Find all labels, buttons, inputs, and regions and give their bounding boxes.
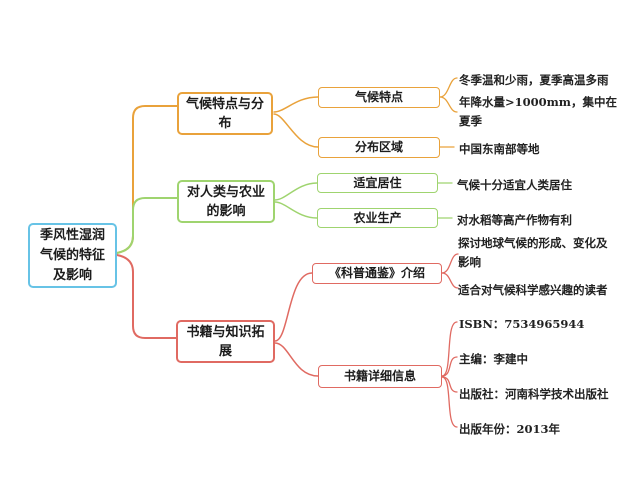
- subnode-agriculture-production[interactable]: 农业生产: [317, 208, 438, 228]
- branch-node-books-knowledge[interactable]: 书籍与知识拓展: [176, 320, 275, 363]
- subnode-livability[interactable]: 适宜居住: [317, 173, 438, 193]
- root-node[interactable]: 季风性湿润气候的特征及影响: [28, 223, 117, 288]
- branch-node-impact-humans-agriculture[interactable]: 对人类与农业的影响: [177, 180, 275, 223]
- leaf-publisher[interactable]: 出版社：河南科学技术出版社: [459, 387, 609, 401]
- leaf-book-audience[interactable]: 适合对气候科学感兴趣的读者: [458, 283, 608, 297]
- leaf-isbn[interactable]: ISBN：7534965944: [459, 317, 585, 331]
- branch-node-climate-features-distribution[interactable]: 气候特点与分布: [177, 92, 273, 135]
- subnode-book-details[interactable]: 书籍详细信息: [318, 365, 442, 388]
- leaf-southeast-china[interactable]: 中国东南部等地: [459, 142, 540, 156]
- leaf-editor[interactable]: 主编：李建中: [459, 352, 528, 366]
- leaf-book-topic[interactable]: 探讨地球气候的形成、变化及影响: [458, 236, 608, 269]
- subnode-book-introduction[interactable]: 《科普通鉴》介绍: [312, 263, 442, 284]
- subnode-distribution-region[interactable]: 分布区域: [318, 137, 440, 158]
- leaf-publish-year[interactable]: 出版年份：2013年: [459, 422, 561, 436]
- subnode-climate-features[interactable]: 气候特点: [318, 87, 440, 108]
- leaf-rice-crops[interactable]: 对水稻等高产作物有利: [457, 213, 572, 227]
- leaf-winter-summer-climate[interactable]: 冬季温和少雨，夏季高温多雨: [459, 73, 609, 87]
- leaf-suitable-living[interactable]: 气候十分适宜人类居住: [457, 178, 572, 192]
- leaf-annual-rainfall[interactable]: 年降水量>1000mm，集中在夏季: [459, 95, 617, 128]
